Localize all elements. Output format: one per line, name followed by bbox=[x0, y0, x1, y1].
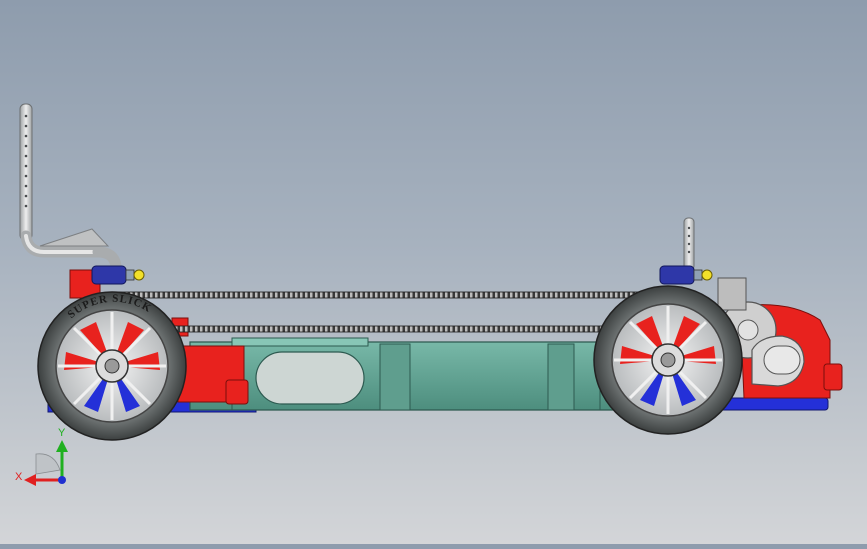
front-body-post bbox=[683, 217, 695, 271]
y-axis-label: Y bbox=[58, 427, 66, 439]
rear-motor-mount[interactable] bbox=[69, 269, 249, 405]
triad-plane bbox=[35, 453, 61, 475]
x-axis-arrow bbox=[24, 474, 36, 486]
drive-belt[interactable] bbox=[109, 291, 671, 333]
rear-wheel[interactable]: SUPER SLICK bbox=[37, 291, 187, 441]
front-mount-block[interactable] bbox=[659, 265, 713, 285]
view-triad[interactable]: Y X bbox=[15, 427, 68, 486]
rear-body-post bbox=[19, 103, 122, 272]
front-wheel[interactable] bbox=[593, 285, 743, 435]
x-axis-label: X bbox=[15, 471, 23, 483]
rear-mount-block[interactable] bbox=[91, 265, 145, 285]
chassis-cutout bbox=[255, 351, 365, 405]
y-axis-arrow bbox=[56, 440, 68, 452]
z-axis-dot bbox=[58, 476, 66, 484]
chassis-main-plate[interactable] bbox=[189, 337, 641, 411]
